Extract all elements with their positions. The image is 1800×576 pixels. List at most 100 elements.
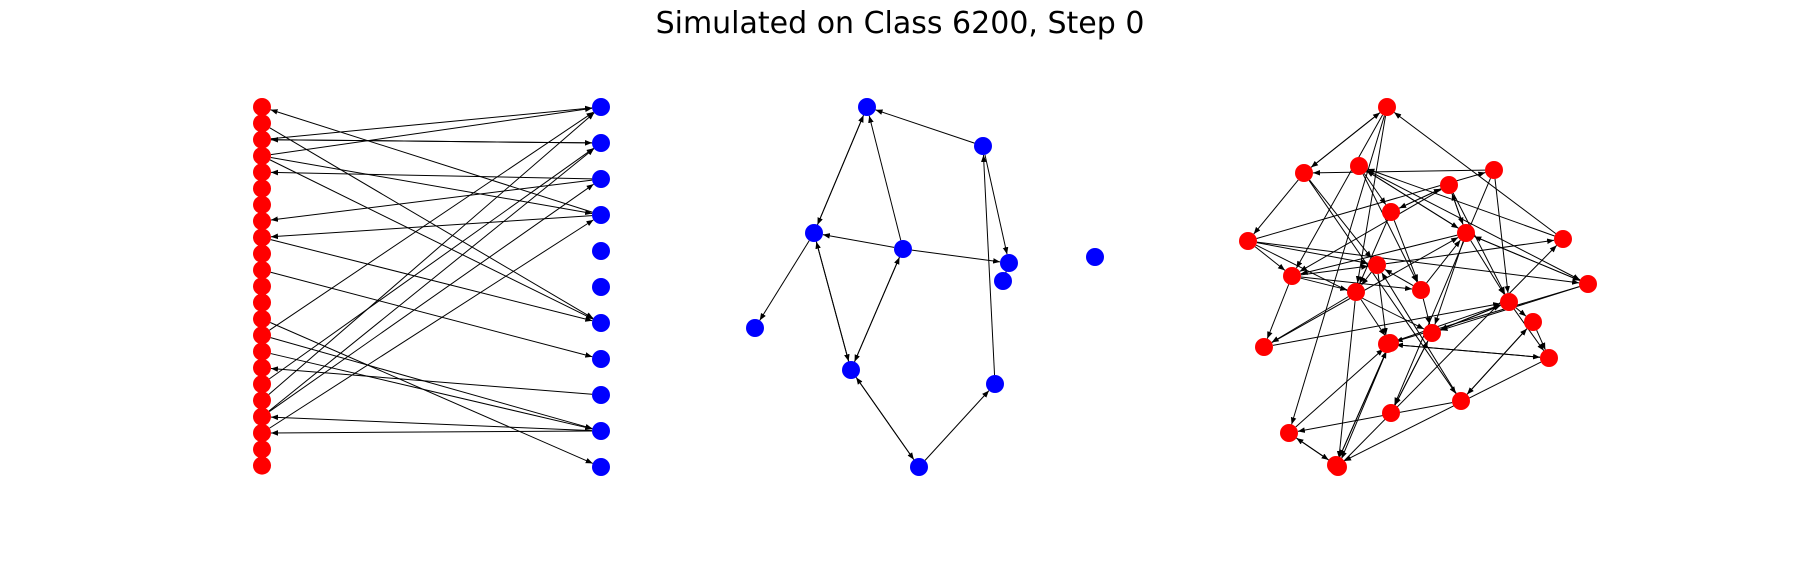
graph-node-b7: [592, 350, 610, 368]
graph-edge-n6-n3: [1451, 193, 1464, 225]
graph-node-g4: [894, 240, 912, 258]
graph-node-r0: [253, 98, 271, 116]
bipartite-graph-panel: [253, 98, 610, 476]
graph-edge-n9-n16: [1266, 284, 1290, 339]
graph-edge-r2-b0: [270, 105, 593, 140]
graph-node-n19: [1452, 392, 1470, 410]
graph-node-n6: [1457, 224, 1475, 242]
graph-edge-r13-b10: [270, 322, 593, 464]
graph-edge-n9-n10: [1300, 264, 1369, 276]
graph-edge-g4-g3: [822, 233, 895, 248]
graph-edge-n11-n6: [1426, 239, 1461, 284]
graph-edge-r10-b7: [270, 271, 593, 358]
graph-node-r19: [253, 407, 271, 426]
graph-edge-r15-b9: [270, 353, 593, 431]
graph-node-r18: [253, 391, 271, 410]
graph-edge-r3-b3: [270, 156, 593, 216]
graph-node-n9: [1283, 267, 1301, 285]
graph-edge-n6-n14: [1470, 240, 1505, 295]
graph-node-n18: [1540, 349, 1558, 367]
graph-edge-n6-n9: [1300, 234, 1458, 275]
graph-node-b2: [592, 170, 610, 188]
graph-edge-g3-g5: [759, 240, 810, 321]
graph-edge-n8-n0: [1393, 112, 1557, 235]
graph-edge-n13-n6: [1474, 236, 1580, 281]
graph-node-r11: [253, 277, 271, 296]
graph-node-r2: [253, 130, 271, 149]
graph-node-r20: [253, 424, 271, 442]
graph-edge-n10-n12: [1361, 271, 1372, 286]
graph-edge-n22-n8: [1343, 245, 1558, 461]
graph-node-n23: [1381, 334, 1399, 352]
figure-title: Simulated on Class 6200, Step 0: [655, 6, 1145, 41]
graph-edge-n4-n1: [1312, 169, 1486, 176]
graph-edge-g10-g6: [855, 377, 915, 460]
graph-node-r8: [253, 228, 271, 247]
graph-edge-g3-g0: [817, 115, 864, 225]
graph-edge-n12-n16: [1271, 296, 1349, 343]
graph-edge-n5-n11: [1393, 220, 1419, 282]
graph-edge-n18-n17: [1395, 342, 1541, 358]
graph-edge-n9-n11: [1300, 276, 1413, 292]
graph-node-n25: [1327, 456, 1345, 474]
graph-node-b5: [592, 278, 610, 296]
graph-edge-n14-n24: [1515, 307, 1527, 317]
graph-edge-n1-n0: [1310, 112, 1381, 168]
graph-edge-n9-n12: [1300, 277, 1348, 291]
graph-node-r3: [253, 146, 271, 165]
graph-node-b10: [592, 458, 610, 476]
graph-node-b4: [592, 242, 610, 260]
graph-node-b6: [592, 314, 610, 332]
graph-node-r5: [253, 179, 271, 198]
graph-edge-n25-n23: [1339, 351, 1387, 457]
graph-edge-b1-r2: [270, 136, 593, 144]
graph-edge-b3-r0: [270, 109, 593, 213]
graph-node-n14: [1500, 293, 1518, 311]
graph-edge-b9-r19: [270, 414, 593, 432]
blue-graph-panel: [746, 98, 1104, 476]
graph-node-n13: [1579, 275, 1597, 293]
graph-edge-n19-n10: [1381, 272, 1457, 394]
graph-edge-g6-g4: [854, 257, 900, 362]
graph-edge-n15-n14: [1440, 304, 1501, 331]
graph-edge-n1-n7: [1253, 179, 1299, 235]
graph-edge-b9-r20: [270, 430, 593, 436]
graph-node-b8: [592, 386, 610, 404]
graph-node-n5: [1382, 203, 1400, 221]
graph-edge-n2-n5: [1363, 173, 1387, 205]
graph-edge-n4-n20: [1394, 178, 1491, 405]
graph-node-n10: [1368, 256, 1386, 274]
graph-node-r16: [253, 358, 271, 377]
graph-node-n8: [1554, 230, 1572, 248]
graph-node-g9: [986, 375, 1004, 393]
graph-node-r7: [253, 212, 271, 231]
graph-edge-n0-n9: [1295, 114, 1384, 269]
graph-edge-b2-r7: [270, 179, 593, 222]
graph-edge-g4-g7: [911, 249, 1001, 264]
graph-node-n7: [1239, 232, 1257, 250]
graph-edge-b2-r4: [270, 169, 593, 180]
graph-node-g7: [1000, 254, 1018, 272]
graph-edge-g9-g1: [981, 154, 996, 376]
graph-edge-n25-n21: [1296, 437, 1329, 461]
graph-edge-b3-r8: [270, 215, 593, 240]
graph-edge-n20-n15: [1394, 340, 1429, 406]
graph-node-b1: [592, 134, 610, 152]
graph-node-b3: [592, 206, 610, 224]
graph-edge-n5-n3: [1398, 188, 1442, 209]
graph-node-g5: [746, 319, 764, 337]
graph-node-n1: [1295, 164, 1313, 182]
graph-edge-n23-n22: [1341, 351, 1387, 459]
graph-edge-n3-n14: [1452, 192, 1506, 295]
graph-node-n20: [1382, 404, 1400, 422]
graph-edge-n10-n8: [1385, 238, 1555, 265]
graph-edge-b8-r16: [270, 366, 593, 395]
graph-node-r10: [253, 261, 271, 279]
graph-node-n12: [1347, 283, 1365, 301]
graph-node-g1: [974, 137, 992, 155]
graph-edge-n6-n2: [1366, 170, 1459, 229]
graph-edge-g1-g7: [984, 154, 1009, 255]
graph-edge-n16-n6: [1271, 236, 1459, 344]
graph-node-r13: [253, 309, 271, 328]
